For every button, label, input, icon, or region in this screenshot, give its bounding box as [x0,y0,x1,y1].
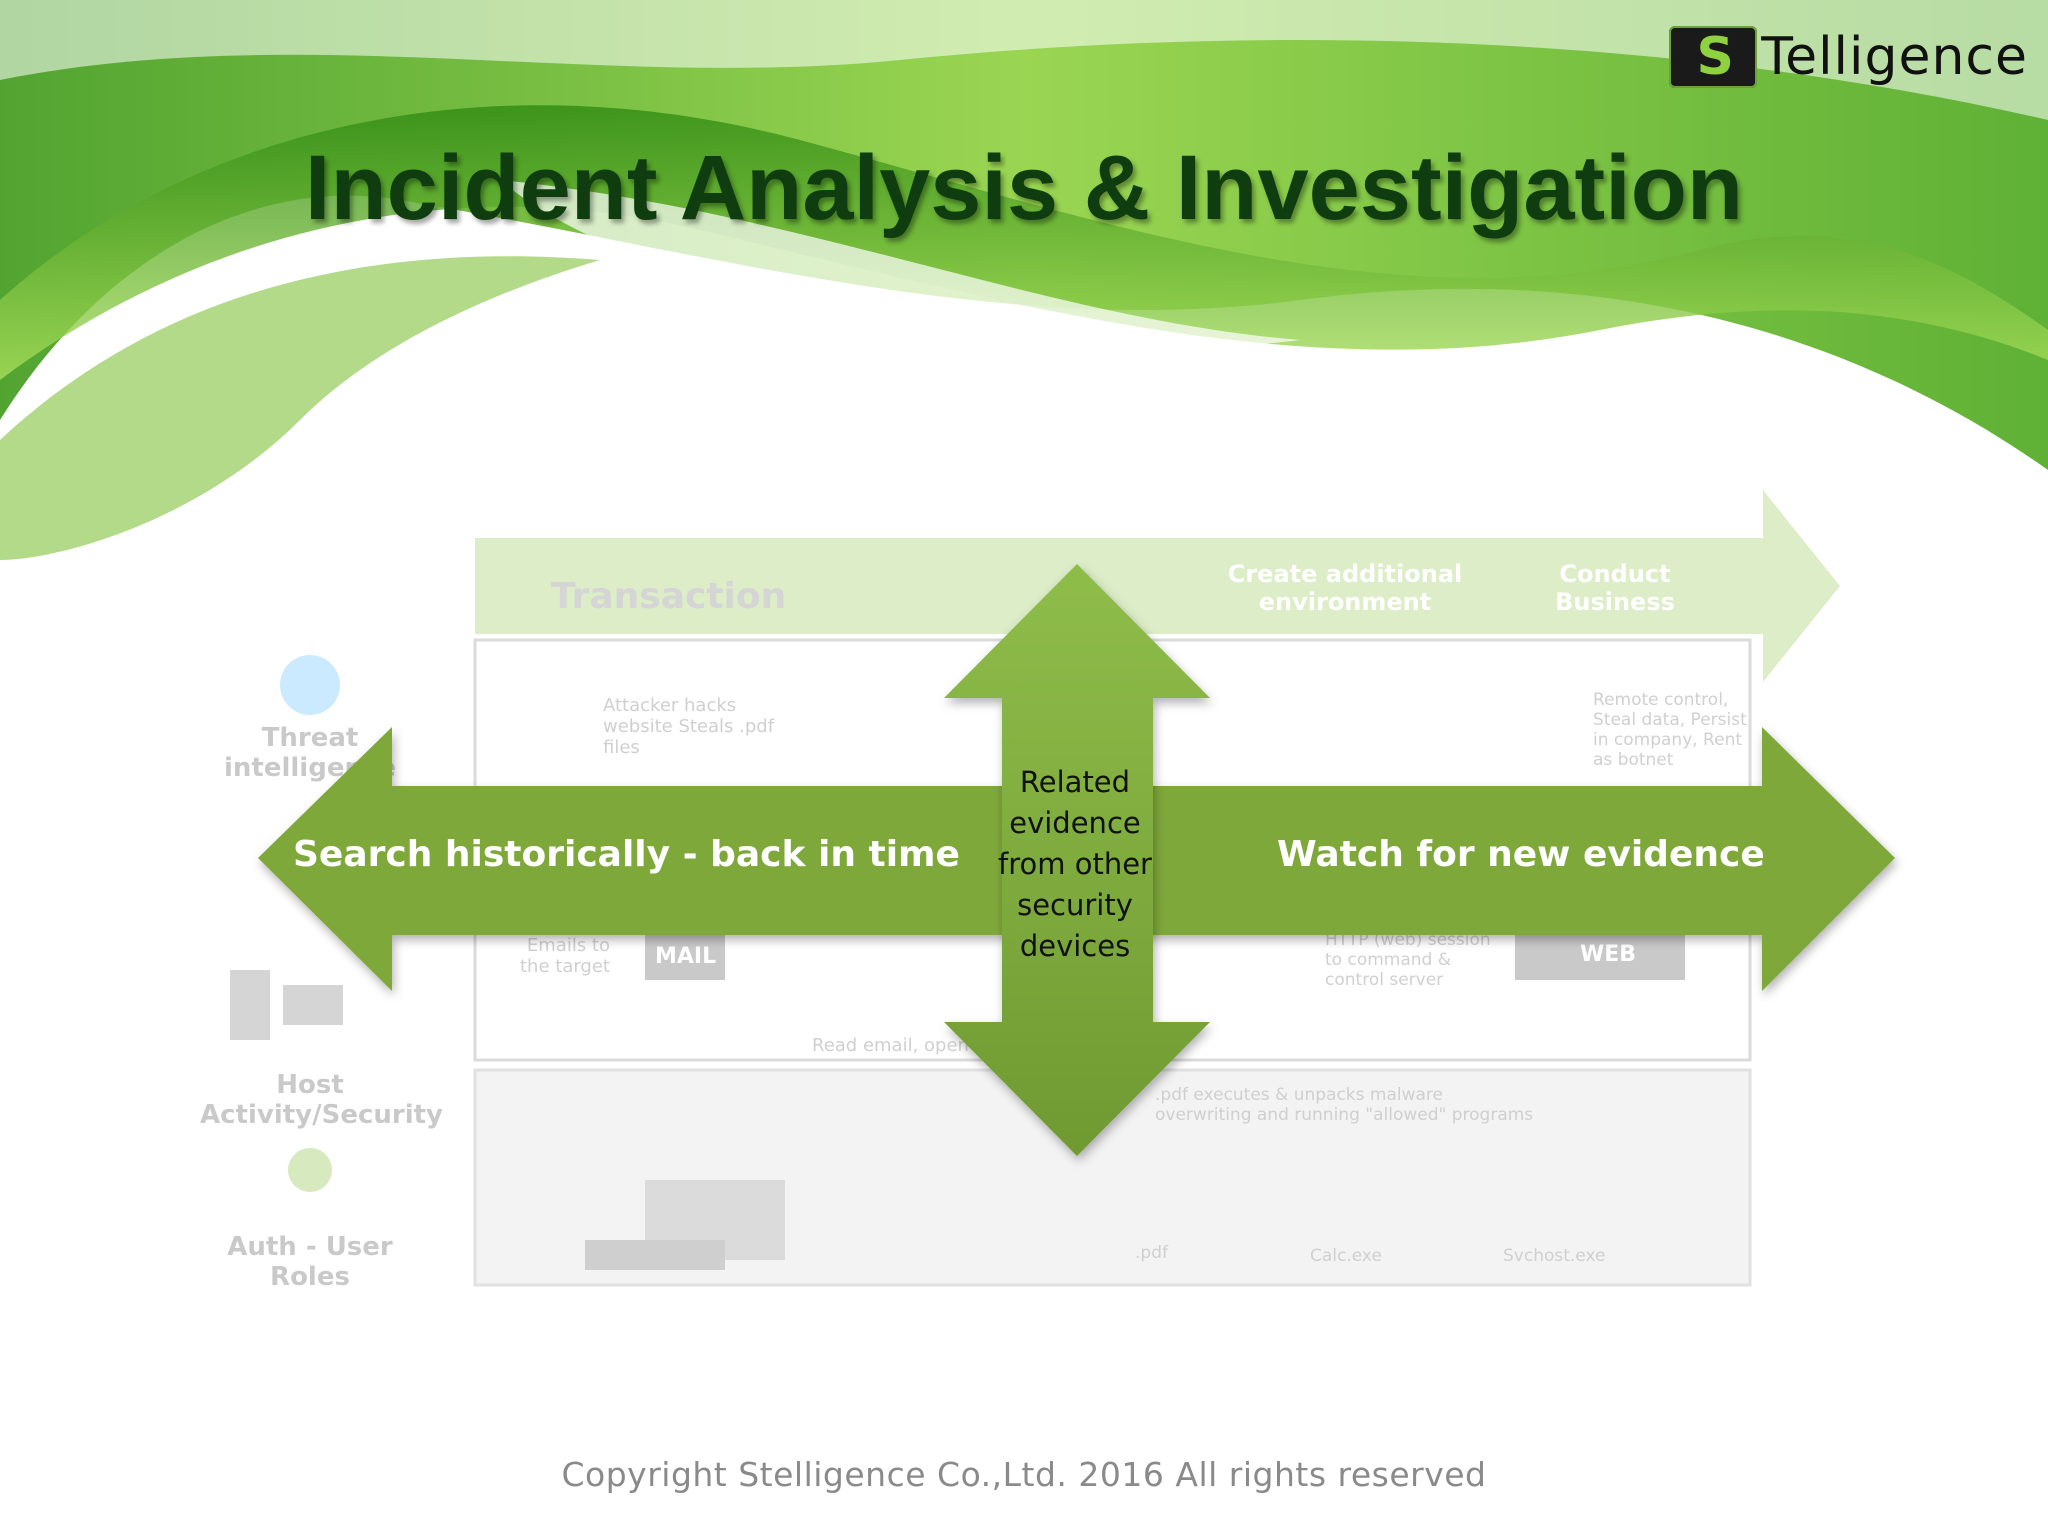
related-evidence-label: Related evidence from other security dev… [965,762,1185,967]
mail-label: MAIL [655,944,717,969]
file-calc: Calc.exe [1310,1246,1382,1266]
stage-environment: Create additional environment [1227,560,1463,616]
center-line-5: devices [1019,929,1131,963]
source-host: Host Activity/Security [200,1070,444,1130]
note-attacker: Attacker hacks website Steals .pdf files [603,695,775,758]
stage-transaction: Transaction [551,576,787,617]
web-label: WEB [1580,942,1637,967]
center-line-1: Related [1019,765,1131,799]
note-read-email: Read email, open at... [812,1035,1010,1056]
center-line-4: security [1017,888,1133,922]
page-title: Incident Analysis & Investigation [304,137,1744,239]
file-svchost: Svchost.exe [1503,1246,1606,1266]
background-swoosh [0,0,2048,560]
source-auth: Auth - User Roles [227,1232,393,1292]
logo-mark: S [1669,26,1758,88]
note-pdf-exec: .pdf executes & unpacks malware overwrit… [1155,1085,1534,1125]
search-historically-label: Search historically - back in time [293,834,960,875]
vertical-arrow [944,564,1210,1156]
note-remote: Remote control, Steal data, Persist in c… [1593,690,1747,770]
stage-business: Conduct Business [1555,560,1675,616]
center-line-3: from other [998,847,1152,881]
center-line-2: evidence [1009,806,1141,840]
watch-new-evidence-label: Watch for new evidence [1277,834,1765,875]
logo: S Telligence [1669,22,2028,92]
logo-word: Telligence [1761,27,2028,87]
copyright: Copyright Stelligence Co.,Ltd. 2016 All … [561,1455,1487,1494]
note-emails: Emails to the target [520,935,610,977]
file-pdf: .pdf [1135,1243,1168,1263]
